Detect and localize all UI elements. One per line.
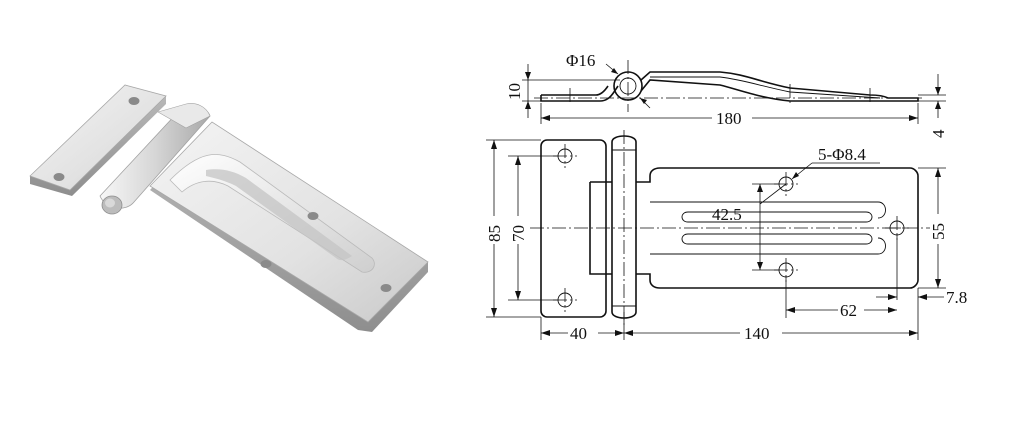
dim-phi16: Φ16 bbox=[566, 51, 651, 109]
dim-width-40-140: 40 140 bbox=[540, 288, 919, 343]
label-62: 62 bbox=[840, 301, 857, 320]
hinge-knuckle-3d bbox=[99, 103, 211, 215]
dim-thickness-4: 4 bbox=[918, 74, 948, 138]
dim-holes-5-phi8-4: 5-Φ8.4 bbox=[791, 145, 880, 180]
label-holes: 5-Φ8.4 bbox=[818, 145, 866, 164]
side-profile-short-leaf bbox=[540, 85, 619, 102]
mount-hole-3d bbox=[260, 260, 272, 268]
label-height-10: 10 bbox=[505, 83, 524, 100]
dim-height-10: 10 bbox=[505, 64, 620, 118]
dim-height-70: 70 bbox=[508, 155, 558, 301]
label-42-5: 42.5 bbox=[712, 205, 742, 224]
plan-view: 5-Φ8.4 42.5 85 bbox=[485, 130, 967, 343]
label-height-55: 55 bbox=[929, 223, 948, 240]
mount-hole-3d bbox=[380, 284, 392, 292]
dim-42-5: 42.5 bbox=[712, 183, 787, 271]
long-leaf-3d bbox=[149, 121, 429, 332]
label-width-40: 40 bbox=[570, 324, 587, 343]
dim-62-7-8: 62 7.8 bbox=[785, 235, 967, 320]
dim-height-85: 85 bbox=[485, 139, 541, 318]
plan-rib-slot-top bbox=[681, 211, 873, 223]
plan-knuckle bbox=[611, 135, 637, 319]
side-view: Φ16 10 180 4 bbox=[505, 51, 948, 138]
mount-hole-3d bbox=[128, 97, 140, 105]
label-width-140: 140 bbox=[744, 324, 770, 343]
plan-rib-slot-bottom bbox=[681, 233, 873, 245]
dim-height-55: 55 bbox=[918, 167, 948, 289]
label-7-8: 7.8 bbox=[946, 288, 967, 307]
short-leaf-3d bbox=[29, 84, 167, 196]
hinge-3d-render bbox=[29, 84, 429, 332]
mount-hole-3d bbox=[307, 212, 319, 220]
plan-short-leaf bbox=[540, 139, 607, 318]
label-length-180: 180 bbox=[716, 109, 742, 128]
label-height-85: 85 bbox=[485, 225, 504, 242]
label-height-70: 70 bbox=[509, 225, 528, 242]
mount-hole-3d bbox=[53, 173, 65, 181]
label-thickness-4: 4 bbox=[929, 129, 948, 138]
label-phi16: Φ16 bbox=[566, 51, 595, 70]
dim-length-180: 180 bbox=[540, 103, 919, 128]
